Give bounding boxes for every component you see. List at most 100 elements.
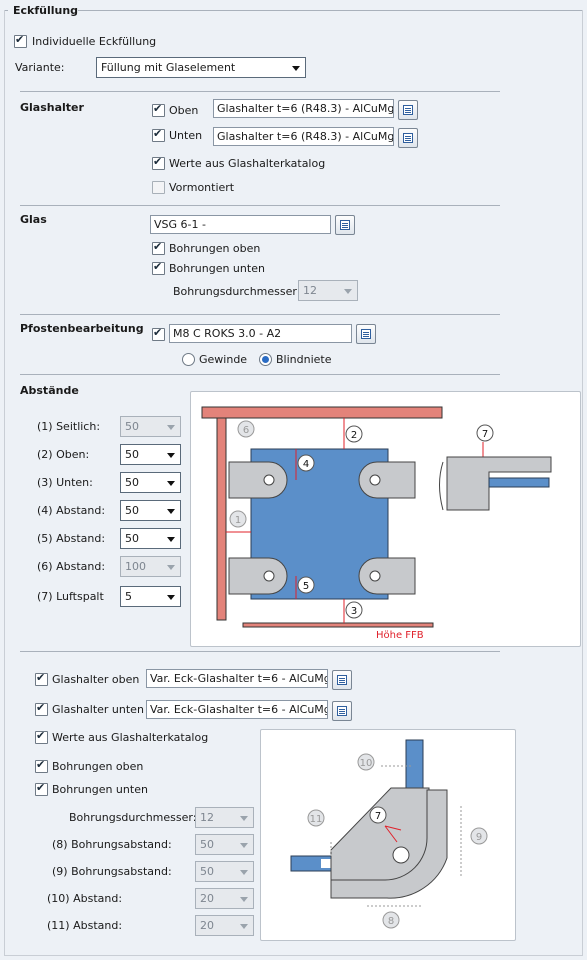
abstand-dropdown-2[interactable]: 50 (120, 444, 181, 465)
group-title: Eckfüllung (13, 4, 79, 17)
abstand-dropdown-4[interactable]: 50 (120, 500, 181, 521)
abstand-dropdown-3[interactable]: 50 (120, 472, 181, 493)
abstand-label-3: (3) Unten: (37, 476, 93, 489)
pfosten-checkbox[interactable] (152, 326, 165, 341)
glas-holes-bottom-checkbox[interactable] (152, 260, 165, 275)
pfosten-thread-radio[interactable] (182, 353, 195, 366)
divider-glashalter (20, 91, 500, 92)
pfosten-catalog-button[interactable] (356, 324, 376, 344)
abstand-label-1: (1) Seitlich: (37, 420, 101, 433)
glas-field[interactable]: VSG 6-1 - (150, 215, 331, 234)
eck-oben-field[interactable]: Var. Eck-Glashalter t=6 - AlCuMg1 (146, 669, 328, 688)
group-border-right (582, 10, 583, 956)
eck-gap-arrow (384, 825, 402, 843)
detail-post-edge (439, 461, 444, 511)
divider-pfosten (20, 314, 500, 315)
eck-row-dropdown-5[interactable]: 20 (195, 915, 254, 936)
eck-row-label-4: (10) Abstand: (47, 892, 123, 905)
eck-oben-checkbox[interactable] (35, 671, 48, 686)
glas-catalog-button[interactable] (335, 215, 355, 235)
eck-oben-catalog-button[interactable] (332, 670, 352, 690)
marker-1: 1 (235, 515, 241, 526)
marker-7: 7 (482, 429, 488, 440)
eck-row-label-1: Bohrungsdurchmesser: (69, 811, 197, 824)
glas-holes-bottom-label: Bohrungen unten (169, 262, 265, 275)
catalog-icon (337, 706, 347, 716)
eck-row-dropdown-2[interactable]: 50 (195, 834, 254, 855)
glashalter-unten-catalog-button[interactable] (398, 128, 418, 148)
abstand-dropdown-5[interactable]: 50 (120, 528, 181, 549)
eck-catalog-checkbox[interactable] (35, 729, 48, 744)
group-border-left-stub (4, 10, 8, 11)
glashalter-oben-catalog-button[interactable] (398, 100, 418, 120)
floor-line (242, 622, 434, 628)
ffb-label: Höhe FFB (376, 630, 424, 641)
glas-holes-top-label: Bohrungen oben (169, 242, 261, 255)
glas-title: Glas (20, 213, 47, 226)
eck-marker-9: 9 (476, 832, 482, 843)
pfosten-blind-radio[interactable] (259, 353, 272, 366)
eck-unten-field[interactable]: Var. Eck-Glashalter t=6 - AlCuMg1 (146, 700, 328, 719)
eck-hole (392, 846, 410, 864)
catalog-icon (361, 329, 371, 339)
glashalter-catalog-checkbox[interactable] (152, 155, 165, 170)
marker-3: 3 (351, 606, 357, 617)
group-border-bottom (4, 955, 583, 956)
glashalter-unten-label: Unten (169, 129, 203, 142)
marker-5: 5 (303, 581, 309, 592)
abstaende-diagram: 6 2 4 1 5 3 7 Höhe FFB (190, 391, 581, 647)
glashalter-oben-field[interactable]: Glashalter t=6 (R48.3) - AlCuMg1 (213, 99, 394, 118)
eck-row-dropdown-1[interactable]: 12 (195, 807, 254, 828)
abstand-label-6: (6) Abstand: (37, 560, 106, 573)
eck-marker-7: 7 (375, 811, 381, 822)
eck-markers: 10 11 7 9 8 (307, 753, 488, 929)
eck-marker-8: 8 (388, 916, 394, 927)
glas-diameter-dropdown[interactable]: 12 (298, 280, 358, 301)
abstand-label-7: (7) Luftspalt (37, 590, 104, 603)
eck-diagram-svg: 10 11 7 9 8 (290, 739, 488, 929)
pfosten-field[interactable]: M8 C ROKS 3.0 - A2 (169, 324, 352, 343)
glashalter-premounted-checkbox[interactable] (152, 181, 165, 194)
individual-label: Individuelle Eckfüllung (32, 35, 157, 48)
abstaende-title: Abstände (20, 384, 79, 397)
individual-checkbox[interactable] (14, 33, 27, 48)
abstaende-diagram-svg: 6 2 4 1 5 3 7 Höhe FFB (201, 406, 552, 641)
glashalter-unten-checkbox[interactable] (152, 127, 165, 142)
glashalter-oben-label: Oben (169, 104, 199, 117)
pfosten-blind-label: Blindniete (276, 353, 332, 366)
eck-row-dropdown-3[interactable]: 50 (195, 861, 254, 882)
glas-diameter-label: Bohrungsdurchmesser: (173, 285, 301, 298)
glas-holes-top-checkbox[interactable] (152, 240, 165, 255)
glashalter-oben-checkbox[interactable] (152, 102, 165, 117)
marker-6: 6 (243, 425, 249, 436)
left-post (216, 417, 227, 621)
variant-dropdown[interactable]: Füllung mit Glaselement (96, 57, 306, 78)
eck-catalog-label: Werte aus Glashalterkatalog (52, 731, 209, 744)
glashalter-unten-field[interactable]: Glashalter t=6 (R48.3) - AlCuMg1 (213, 127, 394, 146)
eck-unten-checkbox[interactable] (35, 701, 48, 716)
abstand-label-5: (5) Abstand: (37, 532, 106, 545)
catalog-icon (403, 133, 413, 143)
pfosten-thread-label: Gewinde (199, 353, 248, 366)
abstand-dropdown-6[interactable]: 100 (120, 556, 181, 577)
detail-glass (488, 477, 550, 488)
eck-row-label-3: (9) Bohrungsabstand: (52, 865, 172, 878)
eck-unten-label: Glashalter unten (52, 703, 144, 716)
abstand-dropdown-1[interactable]: 50 (120, 416, 181, 437)
catalog-icon (403, 105, 413, 115)
glass-holders (228, 461, 416, 595)
group-border-top (78, 10, 582, 11)
eck-holes-bottom-checkbox[interactable] (35, 781, 48, 796)
divider-eck (20, 651, 500, 652)
divider-glas (20, 205, 500, 206)
eck-dimension-lines (330, 765, 462, 907)
eck-row-dropdown-4[interactable]: 20 (195, 888, 254, 909)
abstand-label-4: (4) Abstand: (37, 504, 106, 517)
divider-abstaende (20, 374, 500, 375)
pfosten-title: Pfostenbearbeitung (20, 322, 144, 335)
abstand-dropdown-7[interactable]: 5 (120, 586, 181, 607)
variant-label: Variante: (15, 61, 65, 74)
eck-holes-top-checkbox[interactable] (35, 758, 48, 773)
eck-unten-catalog-button[interactable] (332, 701, 352, 721)
eck-row-label-5: (11) Abstand: (47, 919, 123, 932)
